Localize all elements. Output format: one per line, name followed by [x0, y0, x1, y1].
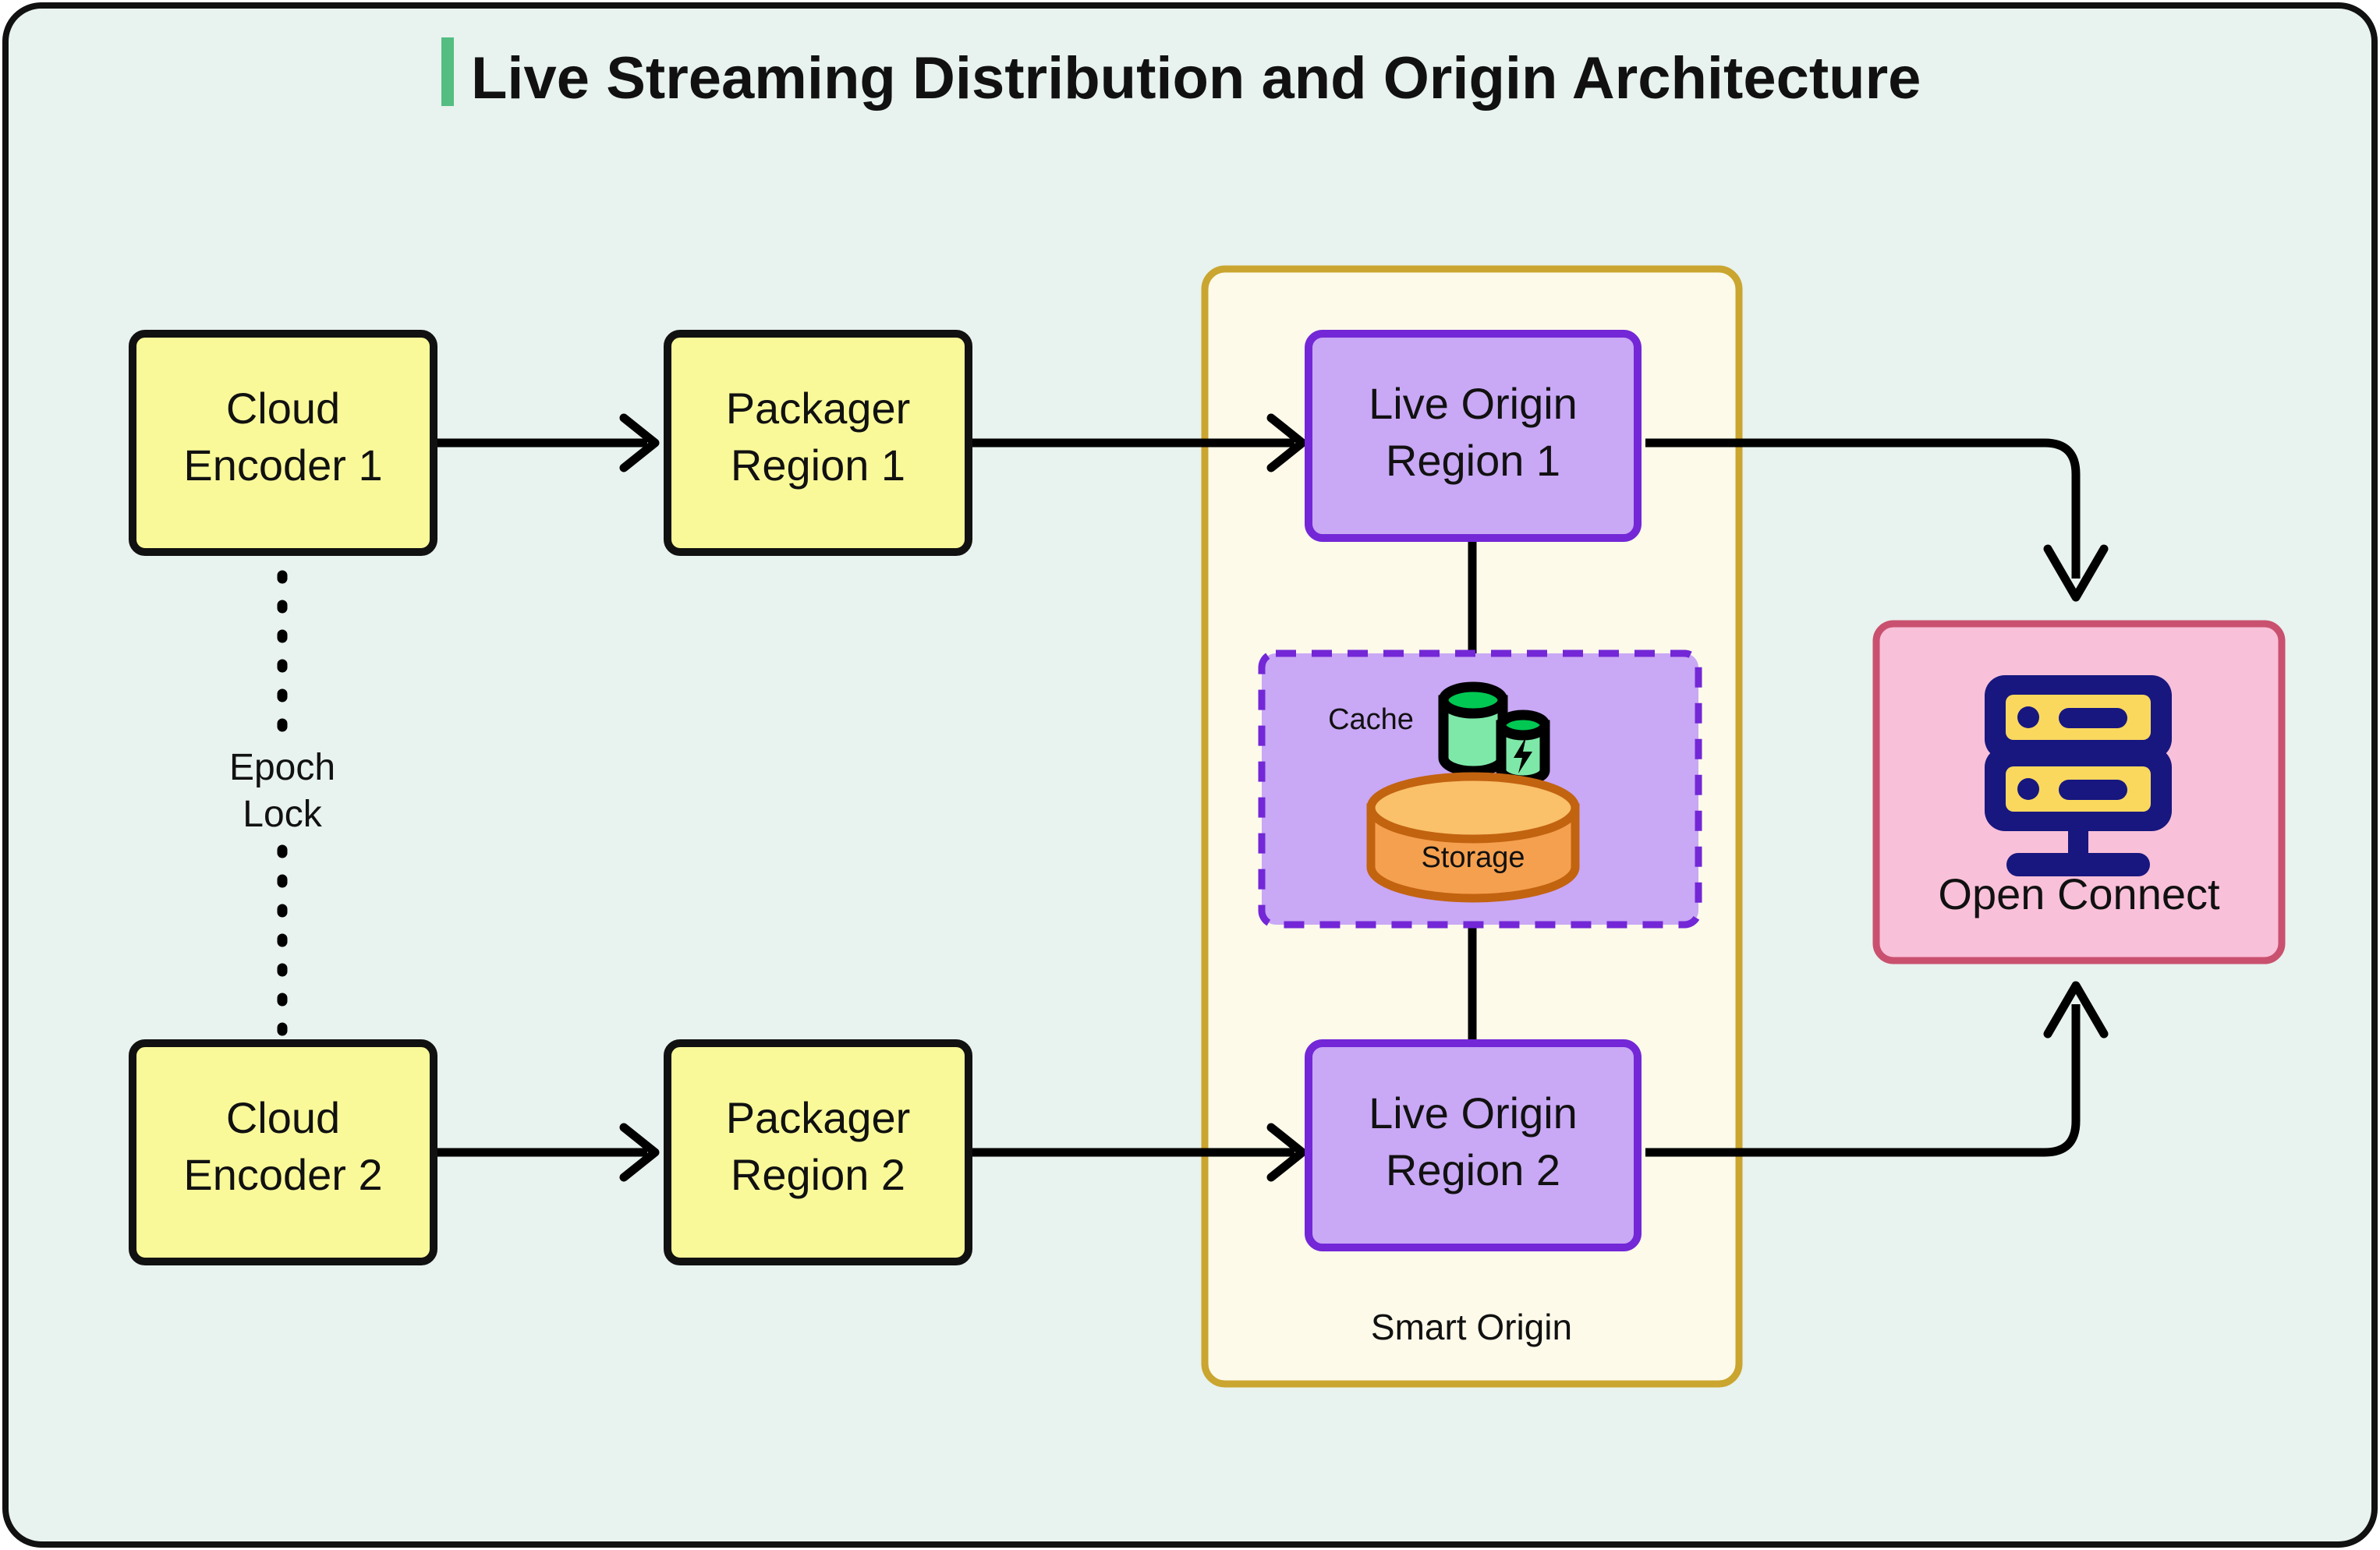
- cloud-encoder-2-label-line1: Cloud: [226, 1093, 340, 1142]
- connector-layer: [277, 413, 2109, 1182]
- node-live-origin-region-2[interactable]: Live Origin Region 2: [1305, 1039, 1642, 1251]
- node-packager-region-1[interactable]: Packager Region 1: [664, 330, 972, 556]
- arrowhead-origin1-cdn: [2043, 544, 2109, 602]
- live-origin-region-2-box[interactable]: [1305, 1039, 1642, 1251]
- epoch-lock-label-line2: Lock: [243, 794, 322, 835]
- node-live-origin-region-1[interactable]: Live Origin Region 1: [1305, 330, 1642, 542]
- server-rack-bottom-bar: [2059, 780, 2127, 800]
- node-open-connect[interactable]: Open Connect: [1872, 620, 2286, 964]
- node-cloud-encoder-1[interactable]: Cloud Encoder 1: [129, 330, 437, 556]
- packager-region-1-label-line2: Region 1: [731, 441, 905, 490]
- edge-origin1-cdn: [1645, 438, 2081, 579]
- arrowhead-encoder2-packager2: [619, 1123, 660, 1182]
- page-title: Live Streaming Distribution and Origin A…: [471, 45, 1921, 111]
- edge-origin2-cdn: [1645, 1004, 2081, 1157]
- packager-region-1-box[interactable]: [664, 330, 972, 556]
- packager-region-2-label-line1: Packager: [726, 1093, 911, 1142]
- node-cloud-encoder-2[interactable]: Cloud Encoder 2: [129, 1039, 437, 1265]
- storage-label: Storage: [1421, 841, 1525, 874]
- live-origin-region-1-box[interactable]: [1305, 330, 1642, 542]
- cache-label: Cache: [1328, 703, 1414, 736]
- title-accent-bar: [441, 37, 454, 106]
- server-rack-bottom-led: [2017, 778, 2039, 800]
- cache-cylinder-small-top: [1496, 710, 1550, 741]
- arrowhead-encoder1-packager1: [619, 413, 660, 472]
- server-rack-base: [2006, 853, 2150, 876]
- cloud-encoder-1-label-line2: Encoder 1: [183, 441, 382, 490]
- live-origin-region-1-label-line1: Live Origin: [1369, 379, 1578, 428]
- epoch-lock-label-line1: Epoch: [229, 747, 335, 788]
- live-origin-region-2-label-line2: Region 2: [1386, 1145, 1560, 1194]
- cache-bolt-icon: [1514, 737, 1532, 773]
- storage-cylinder-icon: Storage: [1366, 772, 1580, 903]
- smart-origin-label: Smart Origin: [1371, 1307, 1572, 1347]
- cache-cylinders-icon: [1438, 681, 1550, 786]
- packager-region-2-label-line2: Region 2: [731, 1150, 905, 1199]
- server-rack-top-led: [2017, 706, 2039, 728]
- packager-region-2-box[interactable]: [664, 1039, 972, 1265]
- cloud-encoder-2-label-line2: Encoder 2: [183, 1150, 382, 1199]
- cloud-encoder-1-box[interactable]: [129, 330, 437, 556]
- arrowhead-origin2-cdn: [2043, 981, 2109, 1039]
- server-rack-top-bar: [2059, 708, 2127, 728]
- arrowhead-packager1-origin1: [1266, 413, 1307, 472]
- cache-storage-panel: Cache Storage: [1258, 649, 1702, 929]
- cloud-encoder-1-label-line1: Cloud: [226, 384, 340, 433]
- live-origin-region-1-label-line2: Region 1: [1386, 436, 1560, 485]
- live-origin-region-2-label-line1: Live Origin: [1369, 1088, 1578, 1138]
- cache-cylinder-large-top: [1438, 681, 1508, 719]
- arrowhead-packager2-origin2: [1266, 1123, 1307, 1182]
- server-rack-icon: [1985, 675, 2172, 876]
- storage-cylinder-top: [1366, 772, 1580, 844]
- node-packager-region-2[interactable]: Packager Region 2: [664, 1039, 972, 1265]
- packager-region-1-label-line1: Packager: [726, 384, 911, 433]
- open-connect-label: Open Connect: [1938, 869, 2220, 918]
- cloud-encoder-2-box[interactable]: [129, 1039, 437, 1265]
